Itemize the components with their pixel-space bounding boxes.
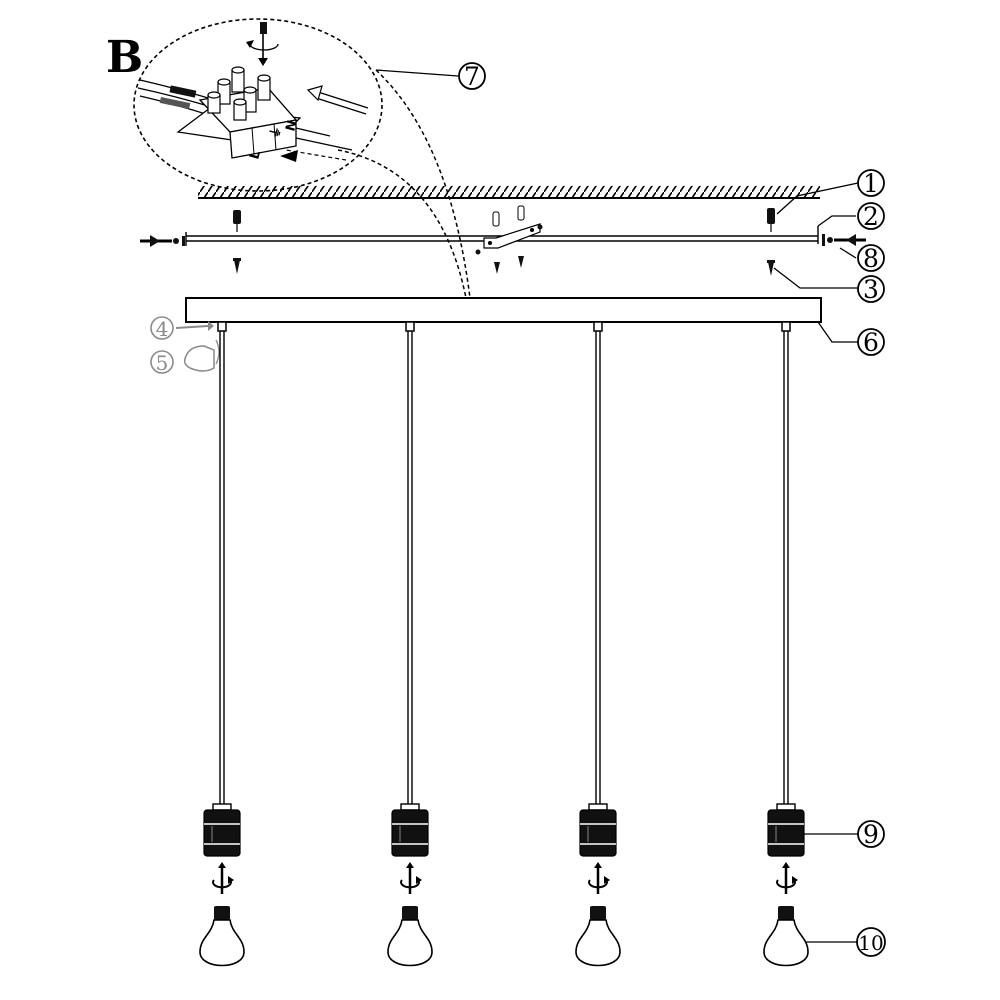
pendant-1 [199, 321, 245, 967]
light-bulb [387, 906, 433, 967]
pendant-group [199, 321, 809, 967]
rotate-arrow-icon [588, 862, 610, 894]
holder-cap [588, 803, 608, 811]
mounting-bracket-assembly [140, 205, 866, 276]
ceiling [198, 186, 820, 199]
cord-grip [781, 321, 791, 332]
lamp-holder [391, 809, 429, 857]
supply-wires [137, 79, 216, 117]
light-bulb [763, 906, 809, 967]
lamp-holder [203, 809, 241, 857]
lamp-holder [767, 809, 805, 857]
callout-9-text: 9 [863, 820, 879, 849]
rotate-arrow-icon [212, 862, 234, 894]
cord-grip [217, 321, 227, 332]
wall-plug-right [767, 208, 775, 232]
detail-label: B [106, 32, 143, 83]
callout-10: 10 [856, 927, 886, 957]
callout-4-text: 4 [156, 317, 169, 341]
callout-4: 4 [150, 316, 174, 341]
callout-leaders [375, 69, 859, 943]
screw-left [233, 258, 241, 274]
wall-plug-left [233, 210, 241, 232]
light-bulb [575, 906, 621, 967]
detail-leader-inner [337, 149, 467, 299]
rotate-arrow-icon [400, 862, 422, 894]
callout-5-text: 5 [156, 351, 169, 375]
side-screw-right [822, 234, 866, 246]
terminal-label-earth: ⏚ [267, 125, 285, 141]
cable-grip-hint [175, 321, 220, 372]
callout-5: 5 [150, 350, 174, 375]
callout-1-text: 1 [863, 169, 879, 198]
detail-b-magnifier: B [106, 18, 383, 192]
callout-6: 6 [857, 328, 885, 357]
hand-icon [183, 345, 215, 372]
pendant-2 [387, 321, 433, 967]
light-bulb [199, 906, 245, 967]
callout-7-text: 7 [464, 62, 480, 91]
callout-7: 7 [458, 62, 486, 91]
detail-leader-outer [375, 69, 471, 299]
holder-cap [400, 803, 420, 811]
callout-2: 2 [857, 202, 885, 231]
callout-8-text: 8 [863, 244, 879, 273]
holder-cap [212, 803, 232, 811]
callout-8: 8 [857, 244, 885, 273]
terminal-label-l: L [247, 149, 264, 161]
cord-grip [405, 321, 415, 332]
callout-3: 3 [857, 275, 885, 304]
lamp-holder [579, 809, 617, 857]
screw-right [767, 260, 775, 276]
holder-cap [776, 803, 796, 811]
terminal-block: L ⏚ N [176, 66, 302, 161]
canopy-bar [185, 297, 822, 323]
callout-3-text: 3 [863, 275, 879, 304]
callout-9: 9 [857, 820, 885, 849]
pendant-3 [575, 321, 621, 967]
callout-1: 1 [857, 169, 885, 198]
side-screw-left [140, 235, 185, 247]
pendant-4 [763, 321, 809, 967]
callout-10-text: 10 [858, 931, 883, 955]
terminal-screws [207, 66, 271, 121]
callout-6-text: 6 [863, 328, 879, 357]
wire-insert-arrows [280, 85, 369, 162]
callout-2-text: 2 [863, 202, 879, 231]
rotate-arrow-icon [776, 862, 798, 894]
center-bracket [475, 205, 543, 274]
screwdriver-icon [246, 22, 279, 66]
cord-grip [593, 321, 603, 332]
detail-circle [133, 18, 383, 192]
terminal-label-n: N [283, 119, 300, 133]
